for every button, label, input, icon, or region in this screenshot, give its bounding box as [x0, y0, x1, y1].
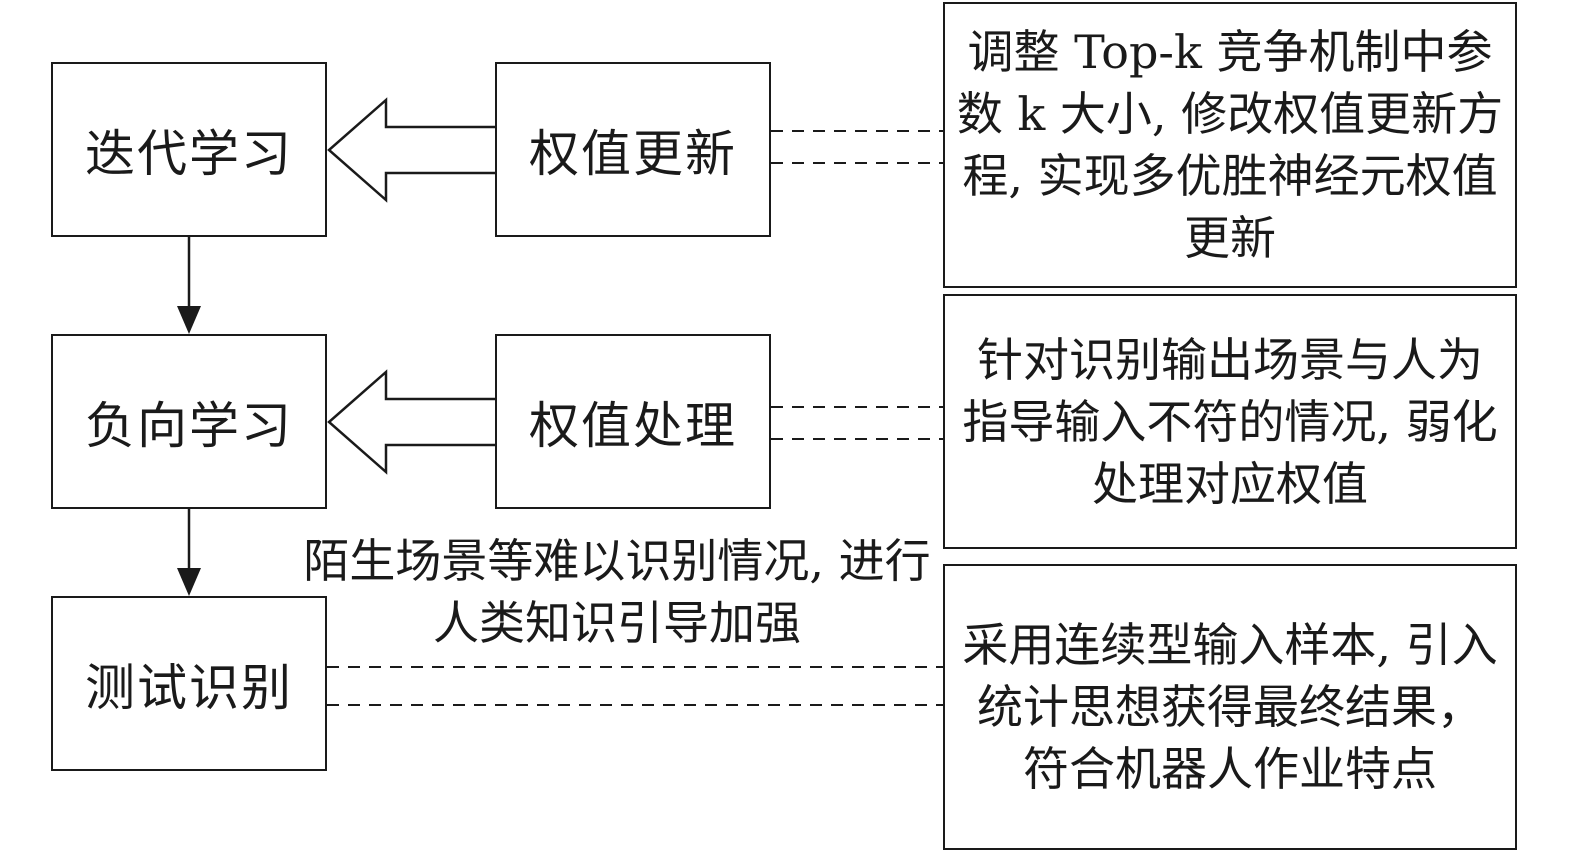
arrowhead-down-1 — [177, 306, 201, 334]
note-weaken: 针对识别输出场景与人为指导输入不符的情况, 弱化处理对应权值 — [943, 294, 1517, 549]
action-weight-update: 权值更新 — [495, 62, 771, 237]
step-test-recognition: 测试识别 — [51, 596, 327, 771]
arrowhead-down-2 — [177, 568, 201, 596]
action-weight-update-label: 权值更新 — [529, 124, 737, 183]
hollow-arrow-weight-update — [327, 97, 499, 203]
note-continuous: 采用连续型输入样本, 引入统计思想获得最终结果，符合机器人作业特点 — [943, 564, 1517, 850]
step-iterative-label: 迭代学习 — [85, 124, 293, 183]
unknown-scene-label: 陌生场景等难以识别情况, 进行人类知识引导加强 — [302, 530, 932, 654]
note-topk: 调整 Top-k 竞争机制中参数 k 大小, 修改权值更新方程, 实现多优胜神经… — [943, 2, 1517, 288]
step-test-label: 测试识别 — [85, 658, 293, 717]
step-negative-learning: 负向学习 — [51, 334, 327, 509]
step-negative-label: 负向学习 — [85, 396, 293, 455]
action-weight-process: 权值处理 — [495, 334, 771, 509]
note-weaken-text: 针对识别输出场景与人为指导输入不符的情况, 弱化处理对应权值 — [962, 332, 1498, 511]
note-topk-text: 调整 Top-k 竞争机制中参数 k 大小, 修改权值更新方程, 实现多优胜神经… — [956, 25, 1504, 265]
unknown-scene-text: 陌生场景等难以识别情况, 进行人类知识引导加强 — [303, 534, 931, 650]
step-iterative-learning: 迭代学习 — [51, 62, 327, 237]
action-weight-process-label: 权值处理 — [529, 396, 737, 455]
note-continuous-text: 采用连续型输入样本, 引入统计思想获得最终结果，符合机器人作业特点 — [962, 618, 1498, 796]
hollow-arrow-weight-process — [327, 369, 499, 475]
